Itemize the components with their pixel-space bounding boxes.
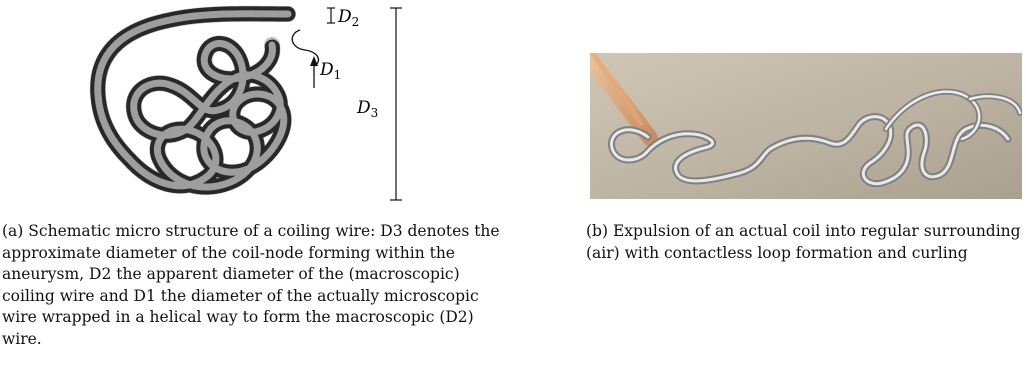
caption-b: (b) Expulsion of an actual coil into reg… [586, 221, 1024, 264]
d2-label: D2 [337, 7, 359, 29]
micro-wire-curve [291, 29, 319, 67]
caption-a-tag: (a) [2, 222, 24, 240]
d2-bracket [327, 7, 335, 24]
d3-dimension-line [390, 7, 402, 201]
figure-a: D2 D1 D3 (a) Schematic micro structure o… [2, 5, 514, 350]
catheter [590, 53, 658, 146]
d3-label: D3 [356, 98, 378, 120]
coil-photo [590, 53, 1022, 199]
coil-schematic: D2 D1 D3 [89, 5, 402, 201]
d1-label: D1 [319, 60, 341, 82]
caption-b-text: Expulsion of an actual coil into regular… [586, 222, 1021, 262]
caption-b-tag: (b) [586, 222, 609, 240]
d1-arrow [310, 56, 318, 88]
silver-coil-wire [608, 88, 1022, 188]
caption-a-text: Schematic micro structure of a coiling w… [2, 222, 500, 348]
caption-a: (a) Schematic micro structure of a coili… [2, 221, 514, 350]
figure-b: (b) Expulsion of an actual coil into reg… [584, 0, 1026, 392]
